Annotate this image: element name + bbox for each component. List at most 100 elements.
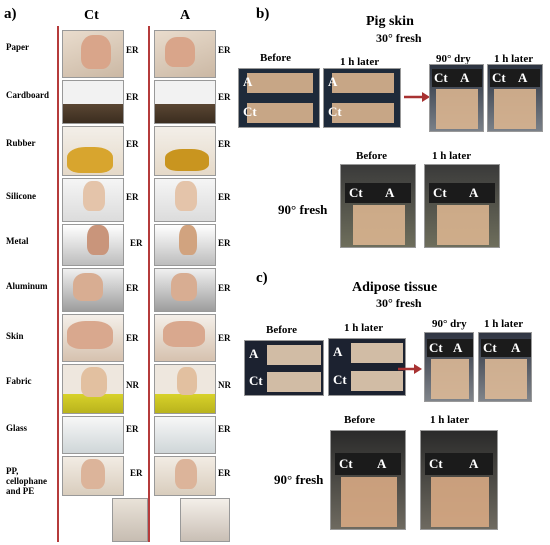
panel-c-title: Adipose tissue [352,280,438,295]
photo-a-pp [154,456,216,496]
sample-tag-ct: Ct [429,456,443,471]
photo-pig-30-before: A Ct [238,68,320,128]
divider-line-left [57,26,59,542]
caption-before: Before [260,52,291,64]
result-label-ct: ER [126,192,139,202]
photo-a-rubber [154,126,216,176]
photo-pig-90-fresh-later: Ct A [424,164,500,248]
caption-before-90: Before [344,414,375,426]
sample-tag-a: A [328,74,338,89]
sample-tag-ct: Ct [434,70,448,85]
sample-tag-ct: Ct [333,372,347,387]
label-90-fresh: 90° fresh [278,202,328,217]
photo-a-paper [154,30,216,78]
photo-ct-metal [62,224,124,266]
photo-a-silicone [154,178,216,222]
panel-b-title: Pig skin [366,14,414,29]
sample-tag-ct: Ct [328,104,342,119]
sample-tag-a: A [460,70,470,85]
sample-tag-ct: Ct [483,340,497,355]
photo-ct-aluminum [62,268,124,312]
sample-tag-a: A [243,74,253,89]
photo-adipose-30-later: A Ct [328,338,406,396]
photo-pig-90-dry-later: Ct A [487,64,543,132]
photo-adipose-30-before: A Ct [244,340,324,396]
photo-ct-paper [62,30,124,78]
photo-ct-glass [62,416,124,454]
photo-adipose-90-dry: Ct A [424,332,474,402]
divider-line-middle [148,26,150,542]
sample-tag-ct: Ct [492,70,506,85]
caption-90-dry: 90° dry [432,318,467,330]
material-label: Paper [6,42,29,52]
photo-a-glass [154,416,216,454]
panel-b-label: b) [256,6,270,22]
panel-a-label: a) [4,6,17,22]
result-label-ct: ER [126,139,139,149]
photo-ct-pp-extra [112,498,148,542]
arrow-right-icon [398,364,422,374]
photo-pig-90-fresh-before: Ct A [340,164,416,248]
material-label: Skin [6,331,24,341]
photo-adipose-90-dry-later: Ct A [478,332,532,402]
material-label: Aluminum [6,281,48,291]
photo-pig-90-dry: Ct A [429,64,484,132]
caption-1h-later: 1 h later [340,56,380,68]
photo-adipose-90-fresh-before: Ct A [330,430,406,530]
photo-ct-fabric [62,364,124,414]
sample-tag-a: A [469,456,479,471]
photo-ct-silicone [62,178,124,222]
caption-before-90: Before [356,150,387,162]
result-label-a: ER [218,283,231,293]
arrow-right-icon [404,92,430,102]
photo-a-skin [154,314,216,362]
sample-tag-a: A [518,70,528,85]
result-label-ct: ER [126,424,139,434]
material-label: Cardboard [6,90,50,100]
sample-tag-ct: Ct [349,185,363,200]
photo-a-cardboard [154,80,216,124]
material-label: Rubber [6,138,36,148]
material-label: Glass [6,423,28,433]
caption-90-dry: 90° dry [436,53,471,65]
panel-c-subtitle: 30° fresh [376,296,422,310]
result-label-ct: ER [126,92,139,102]
sample-tag-a: A [453,340,463,355]
sample-tag-a: A [469,185,479,200]
material-label: Fabric [6,376,32,386]
photo-a-aluminum [154,268,216,312]
result-label-ct: ER [126,283,139,293]
label-90-fresh: 90° fresh [274,472,324,487]
sample-tag-ct: Ct [429,340,443,355]
photo-adipose-90-fresh-later: Ct A [420,430,498,530]
sample-tag-ct: Ct [339,456,353,471]
result-label-ct: ER [130,238,143,248]
caption-before: Before [266,324,297,336]
result-label-a: ER [218,45,231,55]
photo-ct-rubber [62,126,124,176]
column-header-a: A [180,8,191,23]
caption-1h-later-dry: 1 h later [494,53,534,65]
material-label: Metal [6,236,29,246]
photo-a-pp-extra [180,498,230,542]
result-label-a: ER [218,238,231,248]
sample-tag-a: A [249,346,259,361]
result-label-a: ER [218,192,231,202]
caption-1h-later-90: 1 h later [432,150,472,162]
photo-a-metal [154,224,216,266]
material-label: Silicone [6,191,37,201]
result-label-a: ER [218,424,231,434]
sample-tag-ct: Ct [433,185,447,200]
result-label-ct: NR [126,380,139,390]
sample-tag-a: A [333,344,343,359]
sample-tag-a: A [511,340,521,355]
sample-tag-ct: Ct [249,373,263,388]
result-label-ct: ER [126,45,139,55]
caption-1h-later-dry: 1 h later [484,318,524,330]
sample-tag-a: A [385,185,395,200]
result-label-a: ER [218,92,231,102]
panel-c-label: c) [256,270,268,286]
caption-1h-later-90: 1 h later [430,414,470,426]
material-label: PP, cellophane and PE [6,466,48,496]
